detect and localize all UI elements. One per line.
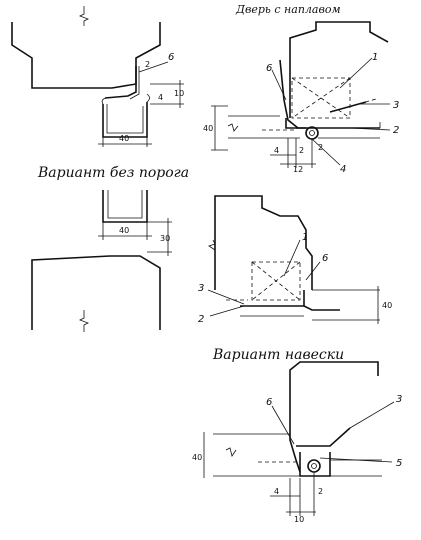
door-leaf-outline <box>11 22 161 89</box>
heading-no-threshold: Вариант без порога <box>37 165 189 181</box>
callout-6-mid: 6 <box>322 253 328 264</box>
callout-4-top: 4 <box>340 164 346 175</box>
middle-left-detail: 40 30 <box>31 190 172 332</box>
wall-leaf-edge <box>279 59 299 129</box>
heading-overlay-door: Дверь с наплавом <box>235 3 341 16</box>
lock-mid-diag-2 <box>251 261 301 301</box>
lock-box-mid <box>251 261 301 301</box>
bottom-right-detail: 40 4 2 10 6 3 5 <box>192 361 402 524</box>
break-mark-mid <box>79 310 89 332</box>
dim-40-mid: 40 <box>119 226 129 235</box>
leader-2-top <box>349 127 391 131</box>
callout-1-mid: 1 <box>302 232 308 243</box>
break-mark-top-right <box>227 123 239 132</box>
handle-hatch <box>344 98 377 109</box>
leader-1-top <box>339 57 373 89</box>
dim-4-bottom: 4 <box>274 487 279 496</box>
leader-2-mid <box>209 305 245 317</box>
wall-outline-bottom <box>289 361 379 376</box>
dim-2-top-left: 2 <box>145 60 150 69</box>
top-right-detail: 40 4 2 12 2 1 6 3 2 4 <box>203 21 399 175</box>
frame-curl <box>101 93 150 105</box>
dim-10-bottom: 10 <box>294 515 304 524</box>
leader-6-top-right <box>271 69 287 101</box>
dim-2-top-right: 2 <box>299 146 304 155</box>
break-mark-mid-right <box>208 239 216 251</box>
lock-box-dashed <box>291 77 351 119</box>
dim-40-mid-right: 40 <box>382 301 392 310</box>
callout-3-mid: 3 <box>198 283 204 294</box>
callout-6-bottom: 6 <box>266 397 272 408</box>
top-left-detail: 40 10 4 2 6 <box>11 6 184 147</box>
callout-6-top-right: 6 <box>266 63 272 74</box>
hinge-plate-bottom <box>296 427 351 447</box>
callout-5-bottom: 5 <box>396 458 402 469</box>
lock-diag-2 <box>291 77 351 119</box>
leader-3-bottom <box>349 401 395 429</box>
door-leaf-bottom <box>31 255 161 330</box>
leader-6-top-left <box>138 61 169 73</box>
callout-6-top-left: 6 <box>168 52 174 63</box>
dim-2-vertical: 2 <box>318 143 323 152</box>
dim-40-top-left: 40 <box>119 134 129 143</box>
callout-1-top: 1 <box>372 52 378 63</box>
dim-2-bottom: 2 <box>318 487 323 496</box>
seal-inner <box>129 66 140 100</box>
dim-4-top-right: 4 <box>274 146 279 155</box>
leader-4-top <box>311 138 341 166</box>
seal-profile-mid <box>303 290 340 311</box>
seal-profile-top <box>285 118 306 129</box>
middle-right-detail: 40 1 6 3 2 <box>198 195 392 325</box>
break-mark <box>79 6 89 26</box>
callout-3-bottom: 3 <box>396 394 402 405</box>
leader-6-mid <box>305 261 321 281</box>
frame-section-inner <box>106 104 144 134</box>
hinge-pin-top-inner <box>309 130 315 136</box>
overlay-seal <box>104 66 137 99</box>
dim-30-mid: 30 <box>160 234 170 243</box>
callout-2-top: 2 <box>393 125 399 136</box>
dim-40-bottom: 40 <box>192 453 202 462</box>
frame-no-threshold <box>102 190 148 223</box>
hinge-pin-bottom <box>307 459 321 473</box>
frame-no-threshold-inner <box>107 190 143 219</box>
callout-3-top: 3 <box>393 100 399 111</box>
leader-5-bottom <box>319 457 393 463</box>
leader-3-mid <box>207 289 245 305</box>
leader-1-mid <box>283 239 301 277</box>
break-mark-bottom <box>225 447 237 457</box>
wall-outline-mid <box>214 195 313 290</box>
heading-hinge-variant: Вариант навески <box>212 347 344 363</box>
hinge-body-bottom <box>299 452 331 477</box>
frame-section <box>102 102 148 138</box>
dim-4-top-left: 4 <box>158 93 163 102</box>
wall-outline-top <box>289 21 389 118</box>
hinge-pin-bottom-inner <box>311 463 317 469</box>
callout-2-mid: 2 <box>198 314 204 325</box>
dim-40-top-right: 40 <box>203 124 213 133</box>
dim-12-top-right: 12 <box>293 165 303 174</box>
floor-right-a <box>318 122 381 129</box>
dim-10-top-left: 10 <box>174 89 184 98</box>
leaf-edge-bottom <box>289 376 301 473</box>
leader-6-bottom <box>271 405 295 445</box>
